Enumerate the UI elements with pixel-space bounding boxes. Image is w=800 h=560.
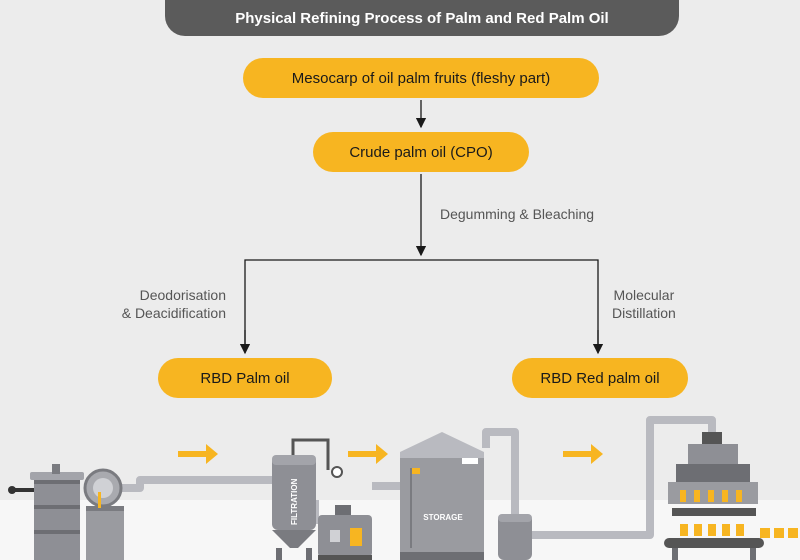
label-deodorisation-line2: & Deacidification xyxy=(121,305,226,321)
node-crude-palm-oil: Crude palm oil (CPO) xyxy=(313,132,529,172)
small-tank-icon xyxy=(498,514,532,560)
storage-label: STORAGE xyxy=(423,513,463,522)
diagram-title: Physical Refining Process of Palm and Re… xyxy=(165,0,679,36)
process-arrow-icon xyxy=(178,444,603,464)
node-rbd-palm-oil: RBD Palm oil xyxy=(158,358,332,398)
bottles-icon xyxy=(760,528,798,538)
label-molecular-line2: Distillation xyxy=(612,305,676,321)
pump-icon xyxy=(318,505,372,560)
node-rbd-red-palm-oil: RBD Red palm oil xyxy=(512,358,688,398)
storage-tank-icon: STORAGE xyxy=(400,432,484,560)
vessel-icon xyxy=(83,468,124,560)
branch-connector xyxy=(244,259,599,352)
filtration-label: FILTRATION xyxy=(290,478,299,525)
label-deodorisation: Deodorisation & Deacidification xyxy=(104,286,226,322)
node-mesocarp: Mesocarp of oil palm fruits (fleshy part… xyxy=(243,58,599,98)
bottling-machine-icon xyxy=(664,432,764,560)
label-degumming-bleaching: Degumming & Bleaching xyxy=(440,206,595,222)
filtration-tower-icon: FILTRATION xyxy=(272,438,330,560)
crank-icon xyxy=(8,486,16,494)
label-molecular-line1: Molecular xyxy=(613,287,675,303)
press-drum-icon xyxy=(30,464,84,560)
gauge-icon xyxy=(331,466,343,478)
label-deodorisation-line1: Deodorisation xyxy=(139,287,226,303)
label-molecular-distillation: Molecular Distillation xyxy=(612,286,676,322)
